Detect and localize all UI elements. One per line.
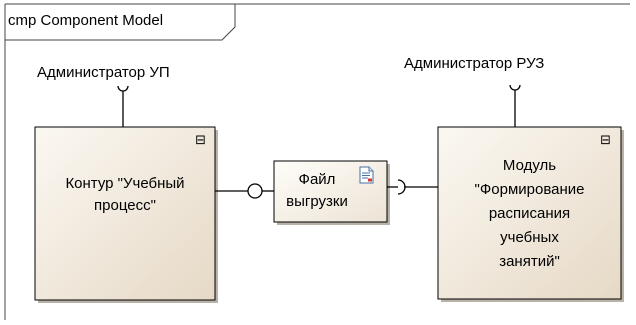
right-actor-socket xyxy=(509,84,521,91)
component-modul-formirovanie-raspisaniya[interactable]: ⊟ Модуль "Формирование расписания учебны… xyxy=(438,127,621,299)
left-actor-socket xyxy=(117,85,129,92)
component-label: Модуль "Формирование расписания учебных … xyxy=(474,157,585,270)
required-interface-socket xyxy=(397,179,406,195)
component-fail-vygruzki[interactable]: Файл выгрузки xyxy=(274,161,387,222)
document-icon xyxy=(359,166,374,184)
provided-interface-ball xyxy=(247,183,263,199)
component-label: Контур "Учебный процесс" xyxy=(65,174,185,214)
frame-tab-outline xyxy=(5,4,236,41)
component-icon: ⊟ xyxy=(600,133,611,148)
actor-label-admin-ruz: Администратор РУЗ xyxy=(404,55,545,72)
frame-label: cmp Component Model xyxy=(8,12,164,29)
frame xyxy=(4,3,630,320)
left-component-box xyxy=(34,126,216,301)
actor-label-admin-up: Администратор УП xyxy=(37,64,170,81)
right-component-box xyxy=(437,126,622,300)
component-kontur-uchebny-process[interactable]: ⊟ Контур "Учебный процесс" xyxy=(35,127,215,300)
component-label: Файл выгрузки xyxy=(286,171,348,210)
component-icon: ⊟ xyxy=(195,133,206,148)
